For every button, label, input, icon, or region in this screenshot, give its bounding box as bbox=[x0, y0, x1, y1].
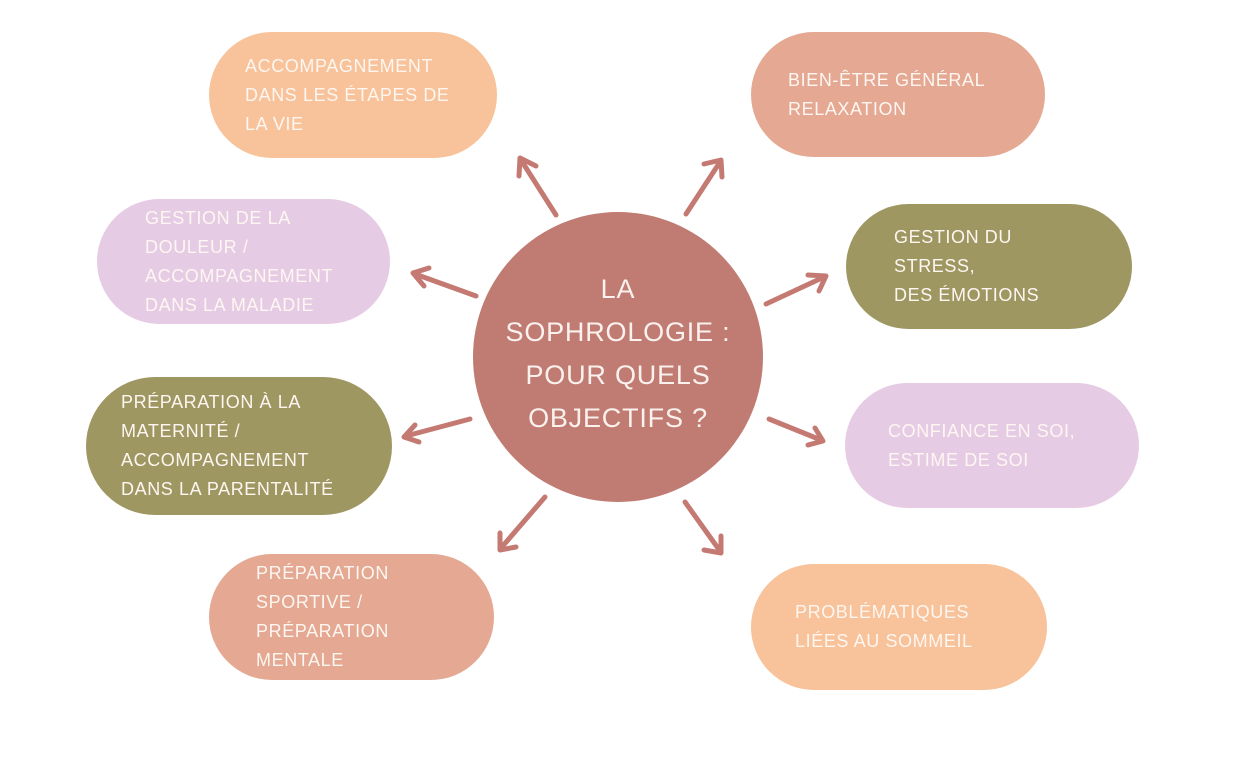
arrow-icon-right-upper bbox=[763, 272, 829, 307]
arrow-icon-left-lower bbox=[401, 416, 473, 445]
center-topic-title: LA SOPHROLOGIE : POUR QUELS OBJECTIFS ? bbox=[505, 274, 731, 433]
node-label: ACCOMPAGNEMENT DANS LES ÉTAPES DE LA VIE bbox=[245, 55, 450, 134]
node-gestion-douleur: GESTION DE LA DOULEUR / ACCOMPAGNEMENT D… bbox=[97, 199, 390, 324]
node-bien-etre: BIEN-ÊTRE GÉNÉRAL RELAXATION bbox=[751, 32, 1045, 157]
center-topic-circle: LA SOPHROLOGIE : POUR QUELS OBJECTIFS ? bbox=[473, 212, 763, 502]
node-label: BIEN-ÊTRE GÉNÉRAL RELAXATION bbox=[788, 69, 986, 119]
node-confiance-en-soi: CONFIANCE EN SOI, ESTIME DE SOI bbox=[845, 383, 1139, 508]
arrow-icon-bottom-left bbox=[497, 494, 548, 553]
node-label: GESTION DU STRESS, DES ÉMOTIONS bbox=[894, 227, 1040, 305]
arrow-icon-left-upper bbox=[410, 265, 479, 299]
arrow-icon-top-right bbox=[683, 157, 725, 217]
node-maternite-parentalite: PRÉPARATION À LA MATERNITÉ / ACCOMPAGNEM… bbox=[86, 377, 392, 515]
arrow-icon-bottom-right bbox=[682, 499, 724, 556]
node-label: CONFIANCE EN SOI, ESTIME DE SOI bbox=[888, 420, 1076, 470]
node-gestion-stress: GESTION DU STRESS, DES ÉMOTIONS bbox=[846, 204, 1132, 329]
node-etapes-de-la-vie: ACCOMPAGNEMENT DANS LES ÉTAPES DE LA VIE bbox=[209, 32, 497, 158]
node-label: PRÉPARATION À LA MATERNITÉ / ACCOMPAGNEM… bbox=[121, 392, 334, 499]
node-label: GESTION DE LA DOULEUR / ACCOMPAGNEMENT D… bbox=[145, 207, 334, 315]
arrow-icon-right-lower bbox=[766, 416, 826, 448]
node-label: PROBLÉMATIQUES LIÉES AU SOMMEIL bbox=[795, 602, 973, 651]
node-preparation-sportive: PRÉPARATION SPORTIVE / PRÉPARATION MENTA… bbox=[209, 554, 494, 680]
node-sommeil: PROBLÉMATIQUES LIÉES AU SOMMEIL bbox=[751, 564, 1047, 690]
arrow-icon-top-left bbox=[516, 155, 559, 218]
node-label: PRÉPARATION SPORTIVE / PRÉPARATION MENTA… bbox=[256, 563, 389, 670]
